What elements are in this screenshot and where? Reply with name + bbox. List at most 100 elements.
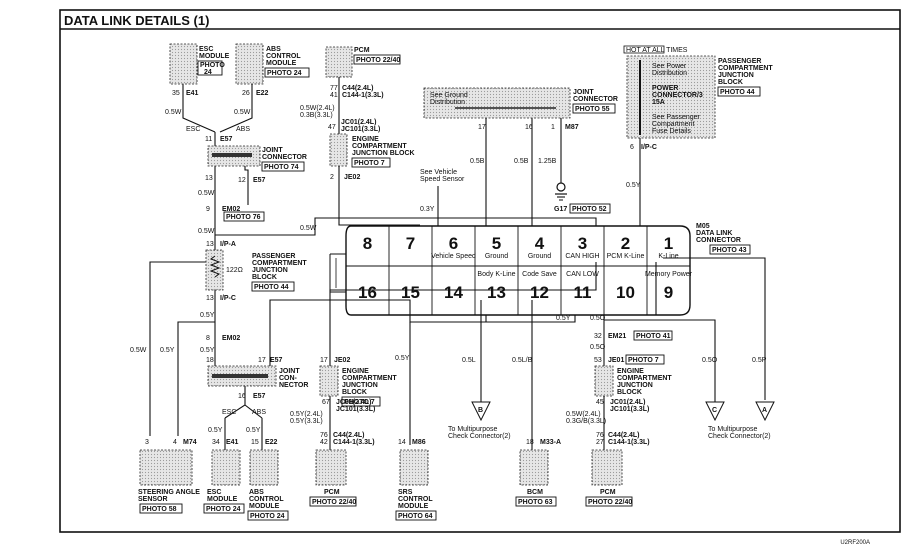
svg-text:POWER: POWER: [652, 85, 678, 92]
connector-c: C: [705, 401, 725, 422]
dlc-pin-top-label: K-Line: [658, 253, 678, 260]
svg-text:0.3Y: 0.3Y: [420, 206, 435, 213]
svg-text:32: 32: [594, 333, 602, 340]
dlc-pin-bottom: 12: [530, 283, 549, 302]
connector-b: B: [471, 401, 491, 422]
svg-text:0.3G/B(3.3L): 0.3G/B(3.3L): [566, 418, 606, 425]
svg-text:NECTOR: NECTOR: [279, 382, 308, 389]
svg-text:I/P-C: I/P-C: [220, 295, 236, 302]
dlc-pin-bottom: 9: [664, 283, 673, 302]
dlc-pin-top: 2: [621, 234, 630, 253]
dlc-pin-bottom: 16: [358, 283, 377, 302]
svg-text:PHOTO 7: PHOTO 7: [628, 357, 659, 364]
svg-text:0.5W: 0.5W: [130, 347, 147, 354]
svg-text:COMPARTMENT: COMPARTMENT: [718, 65, 773, 72]
mid-ecjb: ENGINE COMPARTMENT JUNCTION BLOCK PHOTO …: [319, 365, 397, 407]
svg-text:0.5L: 0.5L: [462, 357, 476, 364]
svg-text:A: A: [762, 407, 767, 414]
svg-text:MODULE: MODULE: [266, 60, 297, 67]
svg-text:ENGINE: ENGINE: [617, 368, 644, 375]
steering-angle-sensor: STEERING ANGLE SENSOR PHOTO 58: [138, 449, 200, 514]
svg-text:1.25B: 1.25B: [538, 158, 557, 165]
svg-text:24: 24: [204, 69, 212, 76]
svg-text:35: 35: [172, 90, 180, 97]
svg-text:JC101(3.3L): JC101(3.3L): [336, 406, 375, 413]
svg-text:PHOTO 24: PHOTO 24: [206, 506, 241, 513]
svg-text:0.5W: 0.5W: [234, 109, 251, 116]
svg-text:0.5O: 0.5O: [702, 357, 718, 364]
ground-symbol: [555, 182, 567, 201]
top-joint-connector: 11 E57 JOINT CONNECTOR PHOTO 74 12 E57 1…: [205, 136, 307, 184]
top-ecjb: ENGINE COMPARTMENT JUNCTION BLOCK PHOTO …: [329, 133, 415, 168]
svg-text:45: 45: [596, 399, 604, 406]
dlc-pin-top: 1: [664, 234, 673, 253]
svg-text:PHOTO 7: PHOTO 7: [344, 399, 375, 406]
left-pcjb: 122Ω PASSENGER COMPARTMENT JUNCTION BLOC…: [205, 249, 307, 292]
svg-text:STEERING ANGLE: STEERING ANGLE: [138, 489, 200, 496]
svg-text:Speed Sensor: Speed Sensor: [420, 176, 465, 183]
svg-text:0.5Y: 0.5Y: [208, 427, 223, 434]
svg-text:See Vehicle: See Vehicle: [420, 169, 457, 176]
svg-text:PHOTO 44: PHOTO 44: [254, 284, 289, 291]
svg-text:27: 27: [596, 439, 604, 446]
power-block: HOT AT ALL TIMES See Power Distribution …: [623, 45, 773, 139]
svg-text:E22: E22: [256, 90, 269, 97]
svg-text:To Multipurpose: To Multipurpose: [448, 426, 498, 433]
svg-text:See Power: See Power: [652, 63, 687, 70]
svg-text:ENGINE: ENGINE: [352, 136, 379, 143]
svg-text:17: 17: [258, 357, 266, 364]
svg-text:HOT AT ALL TIMES: HOT AT ALL TIMES: [626, 47, 688, 54]
srs-control-module: SRS CONTROL MODULE PHOTO 64: [395, 449, 437, 521]
svg-text:13: 13: [205, 175, 213, 182]
dlc-pin-bottom: 15: [401, 283, 420, 302]
svg-text:PHOTO 74: PHOTO 74: [264, 164, 299, 171]
svg-text:CONTROL: CONTROL: [266, 53, 301, 60]
dlc-pin-top-label: PCM K-Line: [607, 253, 645, 260]
svg-text:77: 77: [330, 85, 338, 92]
svg-text:B: B: [478, 407, 483, 414]
svg-text:0.5W(2.4L): 0.5W(2.4L): [566, 411, 601, 418]
svg-text:76: 76: [320, 432, 328, 439]
svg-text:15A: 15A: [652, 99, 665, 106]
dlc-pin-bottom: 13: [487, 283, 506, 302]
top-esc-module: ESC MODULE PHOTO 24: [169, 43, 230, 85]
svg-text:MODULE: MODULE: [199, 53, 230, 60]
svg-text:0.5O: 0.5O: [590, 344, 606, 351]
svg-text:ABS: ABS: [266, 46, 281, 53]
svg-text:C44(2.4L): C44(2.4L): [333, 432, 365, 439]
top-pcm: PCM PHOTO 22/40 77 41 C44(2.4L) C144-1(3…: [325, 46, 401, 99]
dlc-pin-bottom-label: CAN LOW: [566, 271, 599, 278]
svg-text:C44(2.4L): C44(2.4L): [342, 85, 374, 92]
svg-text:53: 53: [594, 357, 602, 364]
svg-text:C: C: [712, 407, 717, 414]
svg-text:E22: E22: [265, 439, 278, 446]
svg-text:CONTROL: CONTROL: [249, 496, 284, 503]
svg-text:2: 2: [330, 174, 334, 181]
svg-text:M87: M87: [565, 124, 579, 131]
svg-text:4: 4: [173, 439, 177, 446]
svg-text:0.5P: 0.5P: [752, 357, 767, 364]
svg-text:ESC: ESC: [222, 409, 236, 416]
svg-text:0.5Y: 0.5Y: [200, 347, 215, 354]
svg-text:I/P-C: I/P-C: [641, 144, 657, 151]
svg-text:SENSOR: SENSOR: [138, 496, 168, 503]
dlc-pin-bottom: 10: [616, 283, 635, 302]
svg-text:M74: M74: [183, 439, 197, 446]
svg-text:15: 15: [251, 439, 259, 446]
connector-a: A: [755, 401, 775, 422]
svg-text:JC01(2.4L): JC01(2.4L): [610, 399, 645, 406]
svg-text:E57: E57: [253, 177, 266, 184]
svg-text:6: 6: [630, 144, 634, 151]
svg-text:Compartment: Compartment: [652, 121, 694, 128]
svg-text:PASSENGER: PASSENGER: [252, 253, 295, 260]
svg-text:0.5Y: 0.5Y: [246, 427, 261, 434]
svg-text:To Multipurpose: To Multipurpose: [708, 426, 758, 433]
svg-text:PHOTO 63: PHOTO 63: [518, 499, 553, 506]
bottom-pcm-left: PCM PHOTO 22/40: [309, 449, 357, 507]
svg-text:13: 13: [206, 241, 214, 248]
svg-text:16: 16: [525, 124, 533, 131]
diagram-title: DATA LINK DETAILS (1): [64, 13, 209, 28]
svg-text:JE02: JE02: [344, 174, 360, 181]
svg-text:18: 18: [526, 439, 534, 446]
svg-text:16: 16: [238, 393, 246, 400]
